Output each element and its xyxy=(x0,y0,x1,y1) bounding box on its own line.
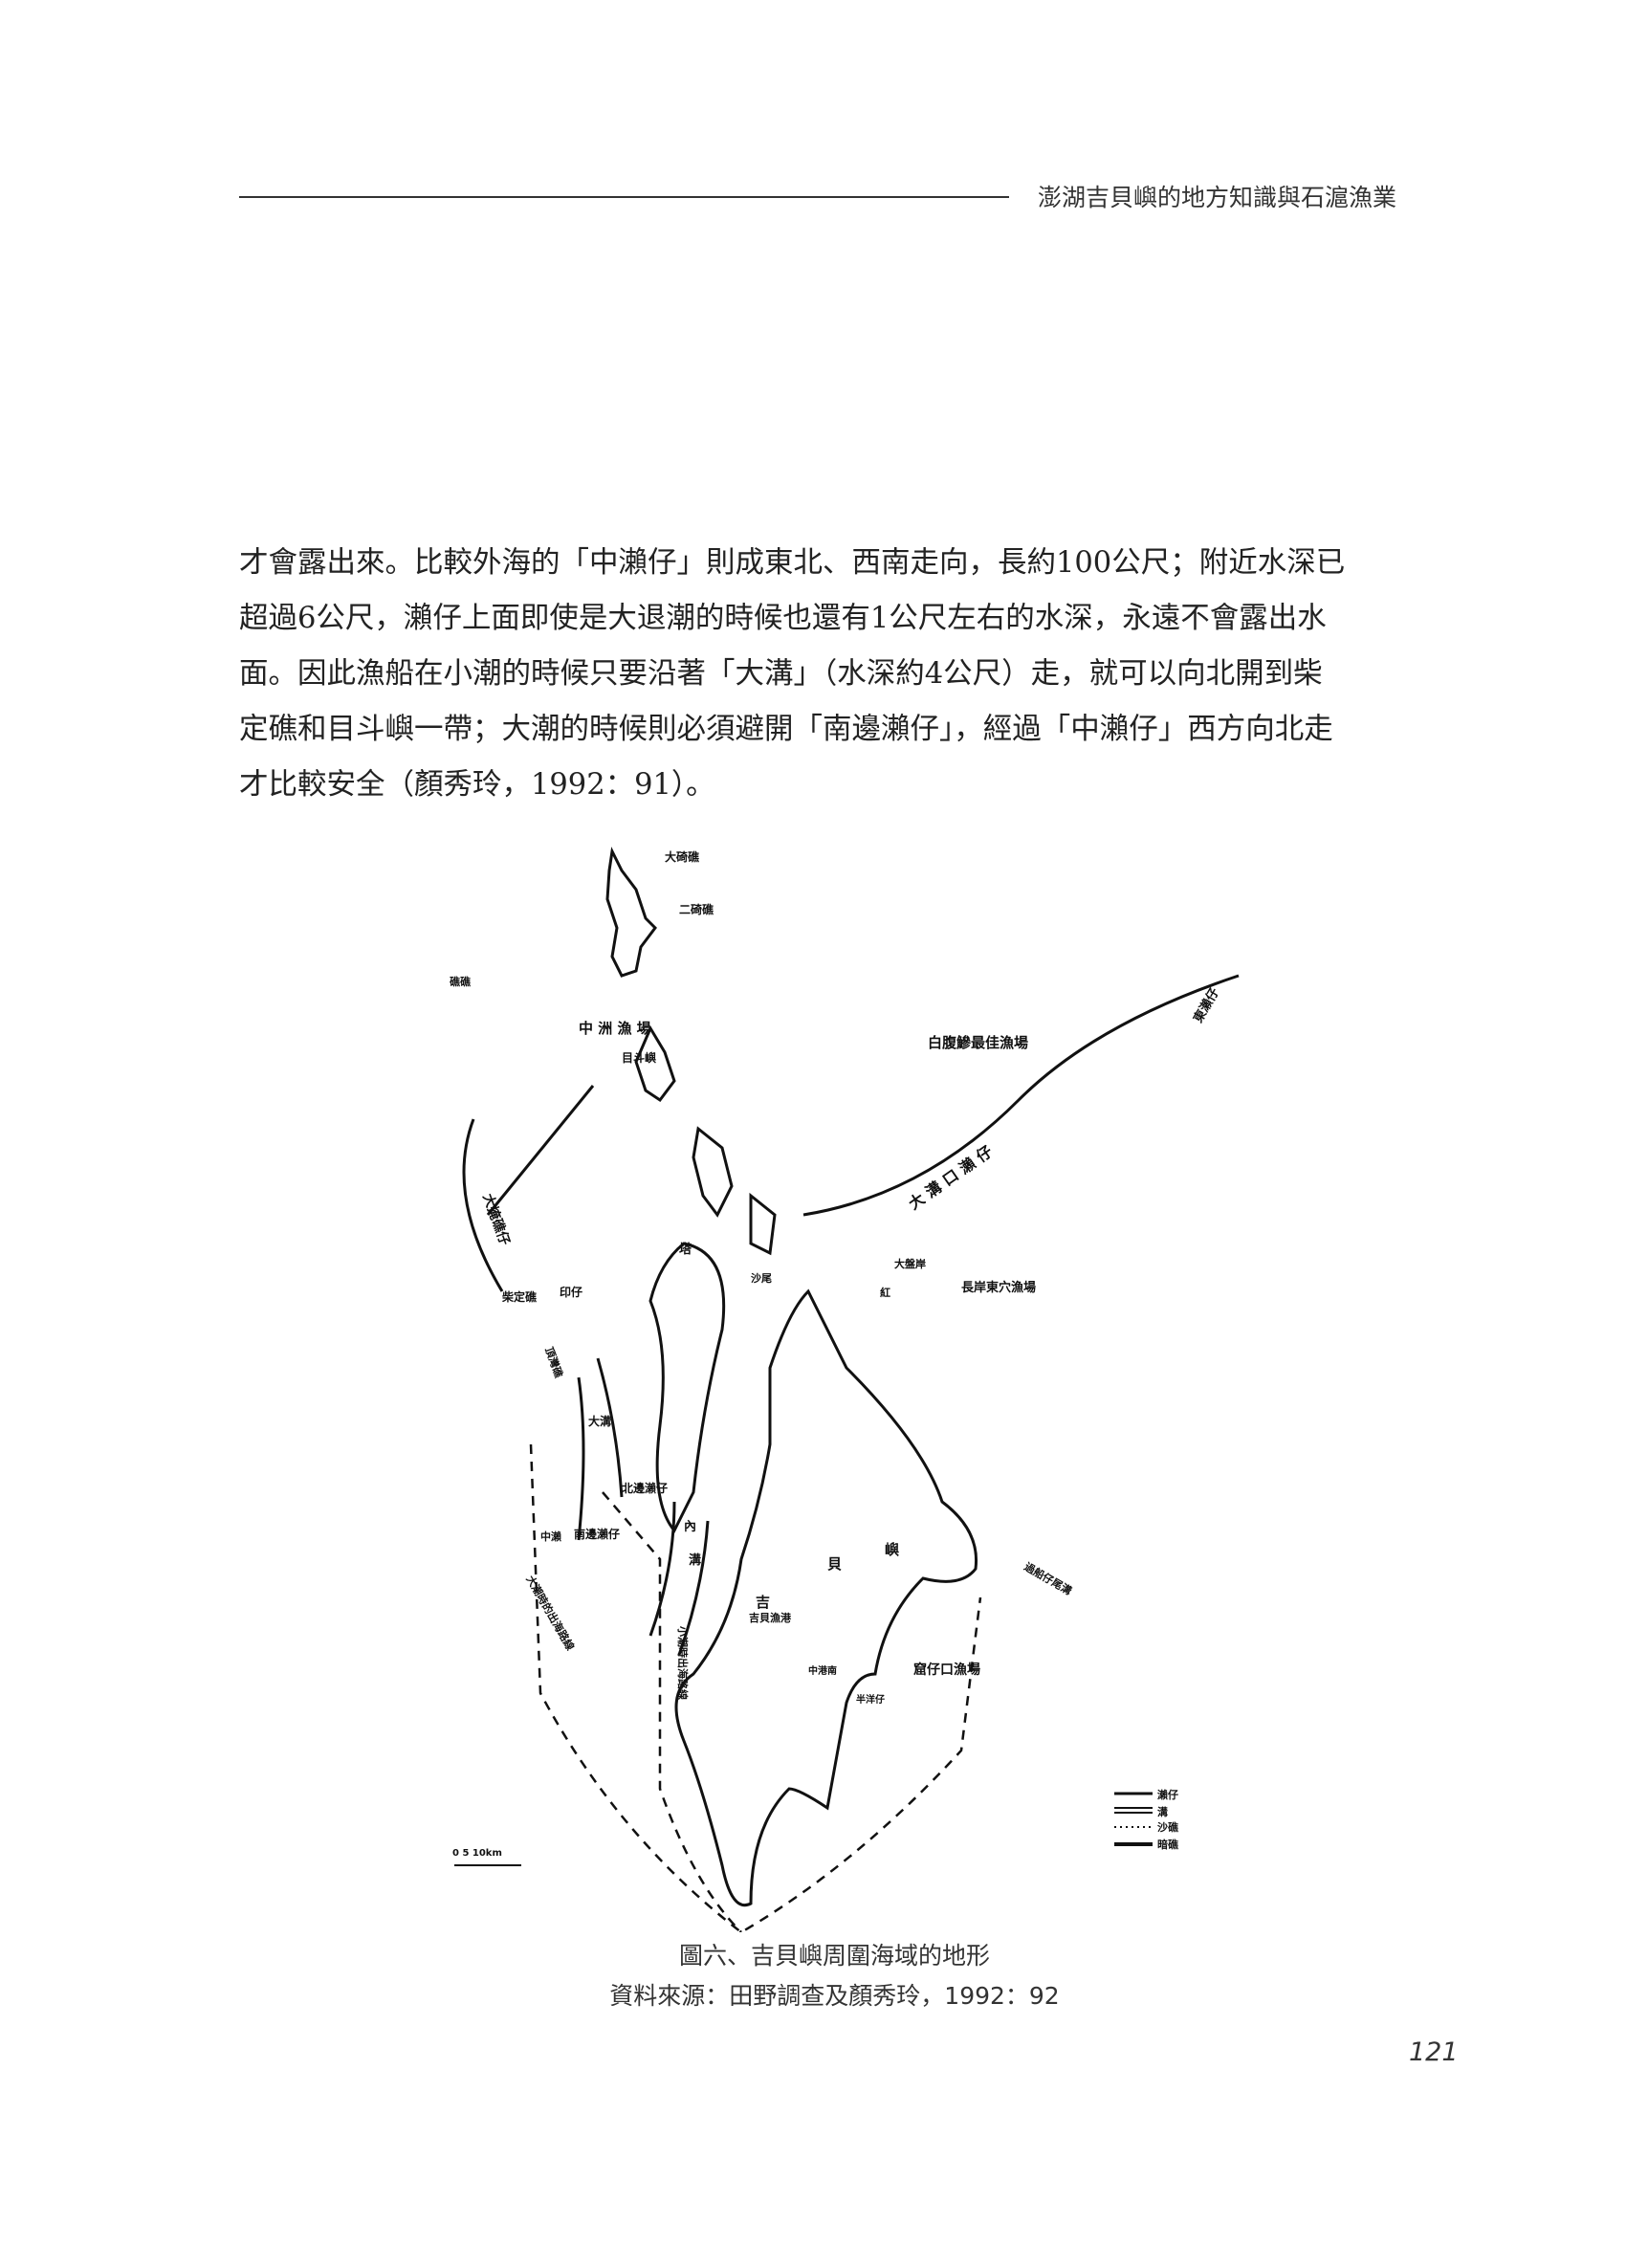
map-label: 半洋仔 xyxy=(856,1693,885,1706)
map-label: 二碕礁 xyxy=(679,902,714,916)
map-label: 中瀨 xyxy=(540,1530,561,1543)
map-label: 吉貝漁港 xyxy=(749,1611,792,1624)
legend-label: 暗礁 xyxy=(1157,1838,1179,1851)
map-label: 大掩礁仔 xyxy=(479,1192,513,1247)
map-label: 大盤岸 xyxy=(894,1257,926,1270)
spring-tide-route xyxy=(529,1443,982,1932)
text-line: 超過6公尺，瀨仔上面即使是大退潮的時候也還有1公尺左右的水深，永遠不會露出水 xyxy=(239,602,1327,635)
text-line: 面。因此漁船在小潮的時候只要沿著「大溝」（水深約4公尺）走，就可以向北開到柴 xyxy=(239,657,1323,691)
map-labels: 大碕礁 二碕礁 礁礁 中 洲 漁 場 目斗嶼 白腹鰺最佳漁場 東瀨仔 大掩礁仔 … xyxy=(450,849,1222,1706)
map-label: 內 xyxy=(684,1519,696,1534)
map-label: 柴定礁 xyxy=(501,1289,537,1304)
map-label: 頂灣礁 xyxy=(542,1345,566,1380)
figure-caption: 圖六、吉貝嶼周圍海域的地形 xyxy=(678,1942,990,1970)
map-label: 沙尾 xyxy=(751,1272,772,1285)
scale-bar: 0 5 10km xyxy=(452,1848,521,1866)
map-label: 吉 xyxy=(756,1594,770,1611)
map-label: 嶼 xyxy=(885,1541,899,1558)
map-label: 白腹鰺最佳漁場 xyxy=(928,1034,1028,1051)
header-rule xyxy=(239,196,1009,198)
map-label: 塔 xyxy=(679,1242,692,1257)
channel-line-4 xyxy=(677,1520,710,1656)
map-label: 大溝 xyxy=(588,1414,611,1428)
map-label: 小潮時出海路線 xyxy=(676,1625,690,1700)
map-label: 溝 xyxy=(689,1552,701,1568)
legend-label: 瀨仔 xyxy=(1157,1788,1178,1801)
dagoukou-reef xyxy=(802,974,1240,1217)
legend-label: 溝 xyxy=(1157,1805,1168,1818)
map-label: 北邊瀨仔 xyxy=(622,1481,668,1495)
text-line: 才會露出來。比較外海的「中瀨仔」則成東北、西南走向，長約100公尺；附近水深已 xyxy=(239,546,1346,580)
legend-label: 沙礁 xyxy=(1157,1820,1179,1834)
map-label: 中 洲 漁 場 xyxy=(579,1020,651,1037)
central-islands xyxy=(692,1126,734,1218)
jibei-main-island xyxy=(674,1288,978,1906)
body-paragraph: 才會露出來。比較外海的「中瀨仔」則成東北、西南走向，長約100公尺；附近水深已 … xyxy=(239,536,1430,813)
map-legend: 瀨仔 溝 沙礁 暗礁 xyxy=(1114,1788,1179,1851)
map-label: 貝 xyxy=(827,1555,842,1573)
dayan-reef xyxy=(462,1118,504,1292)
map-label: 中港南 xyxy=(808,1664,837,1677)
dingwan-reef-line xyxy=(486,1085,595,1216)
neap-tide-route xyxy=(602,1491,742,1932)
page-number: 121 xyxy=(1409,2037,1459,2067)
jibei-upper-island xyxy=(648,1242,726,1533)
text-line: 才比較安全（顏秀玲，1992：91）。 xyxy=(239,768,715,802)
map-label: 窟仔口漁場 xyxy=(913,1662,980,1678)
map-label: 長岸東穴漁場 xyxy=(961,1280,1036,1295)
map-label: 目斗嶼 xyxy=(622,1050,656,1065)
central-islands-2 xyxy=(749,1192,777,1256)
figure-source: 資料來源：田野調查及顏秀玲，1992：92 xyxy=(609,1982,1060,2010)
channel-line-3 xyxy=(648,1501,676,1637)
map-figure: 大碕礁 二碕礁 礁礁 中 洲 漁 場 目斗嶼 白腹鰺最佳漁場 東瀨仔 大掩礁仔 … xyxy=(450,847,1240,1932)
map-label: 紅 xyxy=(880,1286,890,1299)
map-label: 大 溝 口 瀨 仔 xyxy=(905,1142,996,1213)
map-label: 過船仔尾溝 xyxy=(1022,1559,1074,1597)
channel-line-2 xyxy=(596,1357,624,1498)
mudou-island xyxy=(634,1024,676,1103)
map-label: 大碕礁 xyxy=(665,849,699,864)
map-label: 大潮時的出海路線 xyxy=(523,1574,577,1653)
north-islands xyxy=(605,847,657,978)
channel-line-1 xyxy=(577,1376,585,1541)
map-label: 印仔 xyxy=(560,1285,582,1299)
text-line: 定礁和目斗嶼一帶；大潮的時候則必須避開「南邊瀨仔」，經過「中瀨仔」西方向北走 xyxy=(239,713,1333,746)
scale-label: 0 5 10km xyxy=(452,1848,502,1859)
map-label: 南邊瀨仔 xyxy=(574,1527,620,1541)
map-label: 礁礁 xyxy=(450,975,472,988)
running-title: 澎湖吉貝嶼的地方知識與石滬漁業 xyxy=(1038,184,1397,211)
